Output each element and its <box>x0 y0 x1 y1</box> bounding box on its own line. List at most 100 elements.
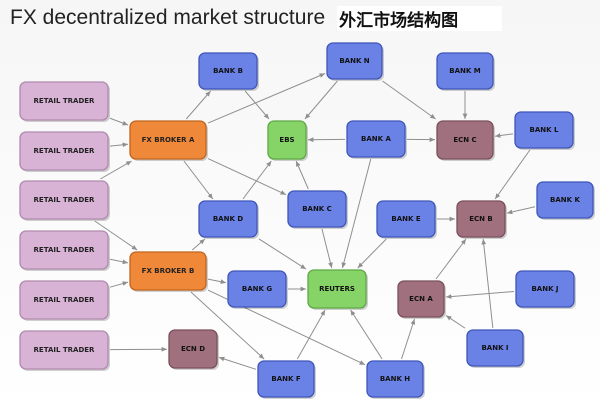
node-label: ECN A <box>409 295 433 303</box>
node-bankF: BANK F <box>257 360 316 399</box>
node-label: ECN D <box>181 345 205 353</box>
node-label: BANK G <box>242 285 272 293</box>
node-bankE: BANK E <box>376 200 437 239</box>
node-box <box>397 280 445 318</box>
node-label: EBS <box>279 136 294 144</box>
edge-bankN-to-ecnC <box>382 80 436 120</box>
node-label: BANK J <box>531 285 558 293</box>
node-label: RETAIL TRADER <box>34 147 95 155</box>
node-ecnA: ECN A <box>397 280 446 319</box>
node-bankJ: BANK J <box>515 270 576 309</box>
node-label: ECN B <box>469 215 493 223</box>
node-bankB: BANK B <box>198 52 259 91</box>
node-label: BANK I <box>481 344 508 352</box>
node-box <box>376 200 436 238</box>
edge-fxa-to-bankN <box>207 73 326 124</box>
node-label: BANK D <box>213 215 243 223</box>
node-box <box>536 181 594 219</box>
edge-bankC-to-ebs <box>295 160 309 190</box>
edge-fxb-to-bankD <box>191 238 206 251</box>
node-box <box>307 269 367 309</box>
edge-fxb-to-bankF <box>190 291 265 360</box>
node-label: BANK H <box>380 375 410 383</box>
node-box <box>287 190 347 228</box>
node-bankD: BANK D <box>198 200 259 239</box>
node-box <box>436 52 494 90</box>
node-box <box>227 270 287 308</box>
diagram-title: FX decentralized market structure <box>10 6 326 29</box>
node-label: FX BROKER B <box>142 267 195 275</box>
edge-bankL-to-ecnB <box>494 149 531 200</box>
node-box <box>129 120 207 160</box>
node-box <box>19 81 109 121</box>
edge-bankE-to-reuters <box>357 238 387 269</box>
node-ecnC: ECN C <box>436 120 495 161</box>
node-label: RETAIL TRADER <box>34 97 95 105</box>
edge-rt3-to-fxa <box>100 160 132 180</box>
node-bankA: BANK A <box>346 120 407 159</box>
node-box <box>19 230 109 270</box>
node-box <box>198 52 258 90</box>
edge-bankH-to-ecnA <box>401 318 416 360</box>
node-label: ECN C <box>453 136 476 144</box>
node-box <box>366 360 424 398</box>
edge-bankA-to-reuters <box>341 158 372 269</box>
edge-rt3-to-fxb <box>94 220 138 251</box>
node-box <box>456 200 506 238</box>
edge-fxa-to-bankD <box>183 160 214 200</box>
node-label: BANK E <box>391 215 420 223</box>
node-label: BANK C <box>302 205 332 213</box>
edge-bankB-to-ebs <box>244 90 270 120</box>
node-rt1: RETAIL TRADER <box>19 81 110 122</box>
node-box <box>198 200 258 238</box>
edge-bankN-to-ebs <box>304 80 338 120</box>
node-ebs: EBS <box>267 120 308 161</box>
node-rt3: RETAIL TRADER <box>19 180 110 221</box>
edge-bankF-to-reuters <box>296 309 326 360</box>
title-bar: FX decentralized market structure 外汇市场结构… <box>10 4 503 32</box>
edge-bankF-to-ecnD <box>218 356 257 370</box>
node-label: BANK K <box>550 196 580 204</box>
node-rt2: RETAIL TRADER <box>19 131 110 172</box>
edge-fxa-to-bankC <box>207 158 287 196</box>
node-box <box>326 42 383 80</box>
node-label: BANK L <box>530 126 559 134</box>
edge-fxb-to-bankG <box>207 278 227 285</box>
edge-ecnA-to-ecnB <box>435 238 467 280</box>
node-rt6: RETAIL TRADER <box>19 330 110 371</box>
node-box <box>257 360 315 398</box>
edge-bankI-to-ecnA <box>445 315 466 329</box>
node-bankC: BANK C <box>287 190 348 229</box>
node-box <box>466 329 524 367</box>
node-box <box>267 120 307 160</box>
node-label: FX BROKER A <box>142 136 195 144</box>
node-ecnD: ECN D <box>168 329 219 370</box>
node-label: BANK M <box>449 67 480 75</box>
node-rt5: RETAIL TRADER <box>19 280 110 321</box>
node-fxa: FX BROKER A <box>129 120 208 161</box>
node-bankI: BANK I <box>466 329 525 368</box>
edges-layer <box>94 73 536 370</box>
node-ecnB: ECN B <box>456 200 507 239</box>
node-reuters: REUTERS <box>307 269 368 310</box>
node-box <box>129 251 207 291</box>
node-bankM: BANK M <box>436 52 495 91</box>
node-bankL: BANK L <box>514 111 575 150</box>
edge-fxa-to-bankB <box>185 90 211 120</box>
node-box <box>436 120 494 160</box>
node-label: RETAIL TRADER <box>34 346 95 354</box>
node-bankH: BANK H <box>366 360 425 399</box>
edge-bankD-to-ebs <box>242 160 272 200</box>
node-label: BANK A <box>361 135 391 143</box>
node-box <box>19 330 109 370</box>
edge-rt5-to-fxb <box>109 281 129 288</box>
edge-bankH-to-reuters <box>350 309 383 360</box>
node-label: BANK F <box>271 375 300 383</box>
node-box <box>346 120 406 158</box>
node-rt4: RETAIL TRADER <box>19 230 110 271</box>
node-box <box>19 180 109 220</box>
node-label: RETAIL TRADER <box>34 296 95 304</box>
nodes-layer: RETAIL TRADER RETAIL TRADER RETAIL TRADER R… <box>19 42 595 399</box>
edge-rt2-to-fxa <box>109 142 129 148</box>
edge-bankJ-to-ecnA <box>445 291 515 299</box>
